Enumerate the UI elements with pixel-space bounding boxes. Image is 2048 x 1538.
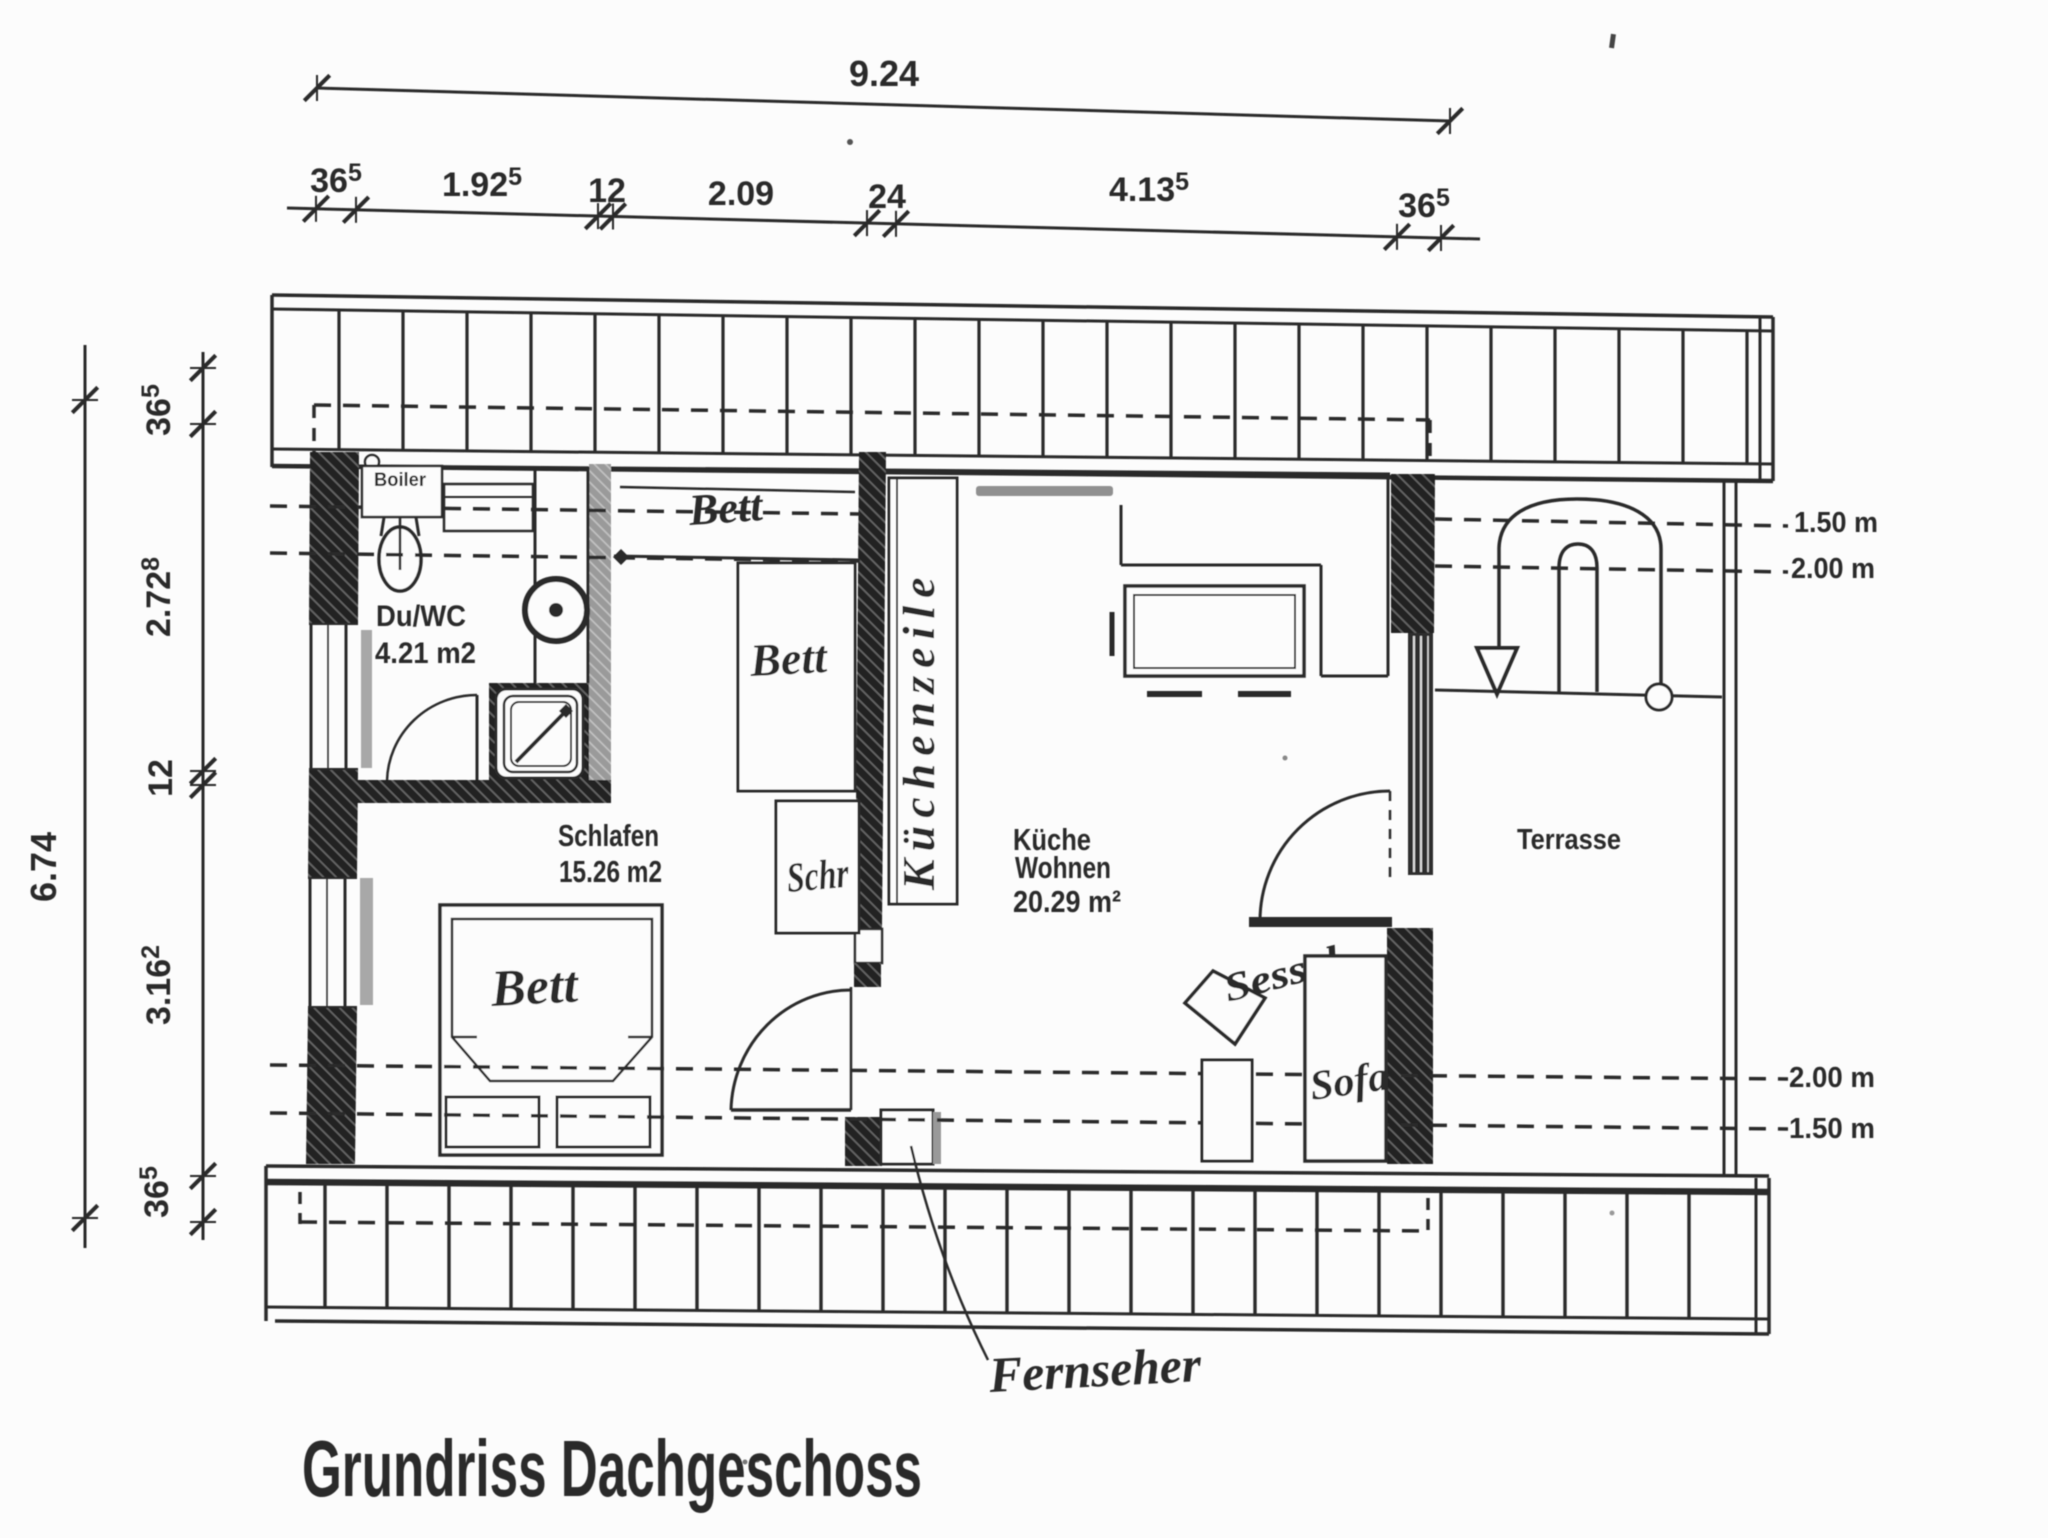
svg-text:2.00 m: 2.00 m (1789, 1062, 1875, 1094)
svg-text:Terrasse: Terrasse (1517, 824, 1621, 856)
svg-text:Küchenzeile: Küchenzeile (893, 569, 944, 891)
svg-text:Bett: Bett (686, 481, 765, 535)
svg-text:9.24: 9.24 (849, 53, 919, 94)
svg-text:15.26 m2: 15.26 m2 (559, 854, 662, 889)
svg-text:1.50 m: 1.50 m (1794, 507, 1878, 539)
svg-text:Küche: Küche (1013, 822, 1091, 857)
svg-text:24: 24 (868, 178, 906, 216)
svg-text:12: 12 (142, 759, 180, 797)
svg-text:Wohnen: Wohnen (1015, 850, 1111, 885)
svg-text:Du/WC: Du/WC (376, 600, 466, 633)
svg-text:2.09: 2.09 (708, 175, 774, 213)
svg-text:Schlafen: Schlafen (558, 818, 659, 853)
svg-text:Sofa: Sofa (1307, 1053, 1392, 1110)
svg-text:2.00 m: 2.00 m (1791, 553, 1875, 585)
svg-text:12: 12 (588, 172, 626, 210)
svg-text:Fernseher: Fernseher (987, 1336, 1203, 1403)
svg-text:365: 365 (310, 159, 362, 200)
svg-text:Bett: Bett (748, 631, 829, 686)
svg-text:Boiler: Boiler (374, 470, 427, 491)
svg-text:20.29 m²: 20.29 m² (1013, 884, 1121, 919)
svg-text:Bett: Bett (489, 956, 581, 1018)
svg-text:1.50 m: 1.50 m (1789, 1113, 1875, 1145)
svg-text:Schr: Schr (785, 851, 851, 902)
svg-text:6.74: 6.74 (23, 832, 64, 902)
svg-text:Grundriss Dachgeschoss: Grundriss Dachgeschoss (302, 1424, 922, 1513)
svg-text:4.21 m2: 4.21 m2 (375, 637, 476, 670)
